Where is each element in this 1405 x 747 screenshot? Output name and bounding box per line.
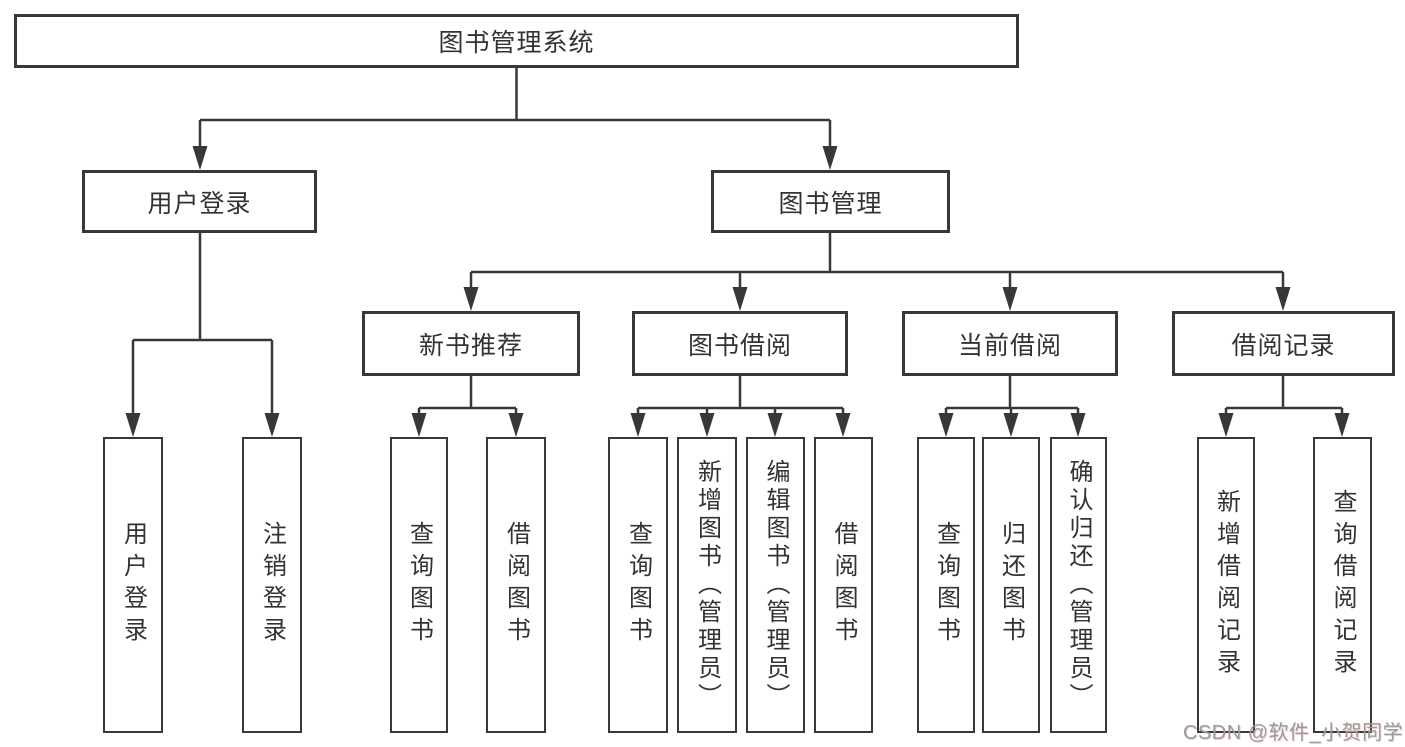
arrowhead-icon xyxy=(1334,413,1350,437)
leaf-borrow-books-recommend: 借阅图书 xyxy=(486,437,546,733)
arrowhead-icon xyxy=(1003,413,1019,437)
leaf-add-borrow-record: 新增借阅记录 xyxy=(1197,437,1255,733)
arrowhead-icon xyxy=(630,413,646,437)
arrowhead-icon xyxy=(508,413,524,437)
node-library-management-system: 图书管理系统 xyxy=(14,14,1019,68)
watermark: CSDN @软件_小贺同学 xyxy=(1183,722,1404,744)
node-current-borrowing: 当前借阅 xyxy=(902,311,1118,376)
arrowhead-icon xyxy=(463,287,479,311)
arrowhead-icon xyxy=(732,287,748,311)
node-new-book-recommendation: 新书推荐 xyxy=(362,311,580,376)
arrowhead-icon xyxy=(192,146,208,170)
node-book-management: 图书管理 xyxy=(711,170,950,233)
node-user-login: 用户登录 xyxy=(82,170,317,233)
leaf-borrow-books-borrowing: 借阅图书 xyxy=(814,437,873,733)
arrowhead-icon xyxy=(125,413,141,437)
leaf-query-books-current: 查询图书 xyxy=(917,437,975,733)
arrowhead-icon xyxy=(1218,413,1234,437)
connector-paths xyxy=(131,68,1344,417)
leaf-query-books-borrowing: 查询图书 xyxy=(608,437,668,733)
leaf-edit-book-admin: 编辑图书（管理员） xyxy=(746,437,805,733)
arrowhead-icon xyxy=(822,146,838,170)
leaf-query-borrow-record: 查询借阅记录 xyxy=(1313,437,1372,733)
arrowhead-icon xyxy=(699,413,715,437)
arrowhead-icons xyxy=(125,146,1350,437)
leaf-add-book-admin: 新增图书（管理员） xyxy=(677,437,737,733)
arrowhead-icon xyxy=(767,413,783,437)
arrowhead-icon xyxy=(835,413,851,437)
arrowhead-icon xyxy=(938,413,954,437)
node-book-borrowing: 图书借阅 xyxy=(632,311,848,376)
leaf-return-books: 归还图书 xyxy=(982,437,1040,733)
leaf-query-books-recommend: 查询图书 xyxy=(390,437,448,733)
arrowhead-icon xyxy=(1275,287,1291,311)
node-borrowing-records: 借阅记录 xyxy=(1172,311,1395,376)
leaf-confirm-return-admin: 确认归还（管理员） xyxy=(1050,437,1107,733)
leaf-logout: 注销登录 xyxy=(242,437,302,733)
arrowhead-icon xyxy=(264,413,280,437)
leaf-user-login: 用户登录 xyxy=(103,437,163,733)
arrowhead-icon xyxy=(1002,287,1018,311)
arrowhead-icon xyxy=(411,413,427,437)
arrowhead-icon xyxy=(1070,413,1086,437)
